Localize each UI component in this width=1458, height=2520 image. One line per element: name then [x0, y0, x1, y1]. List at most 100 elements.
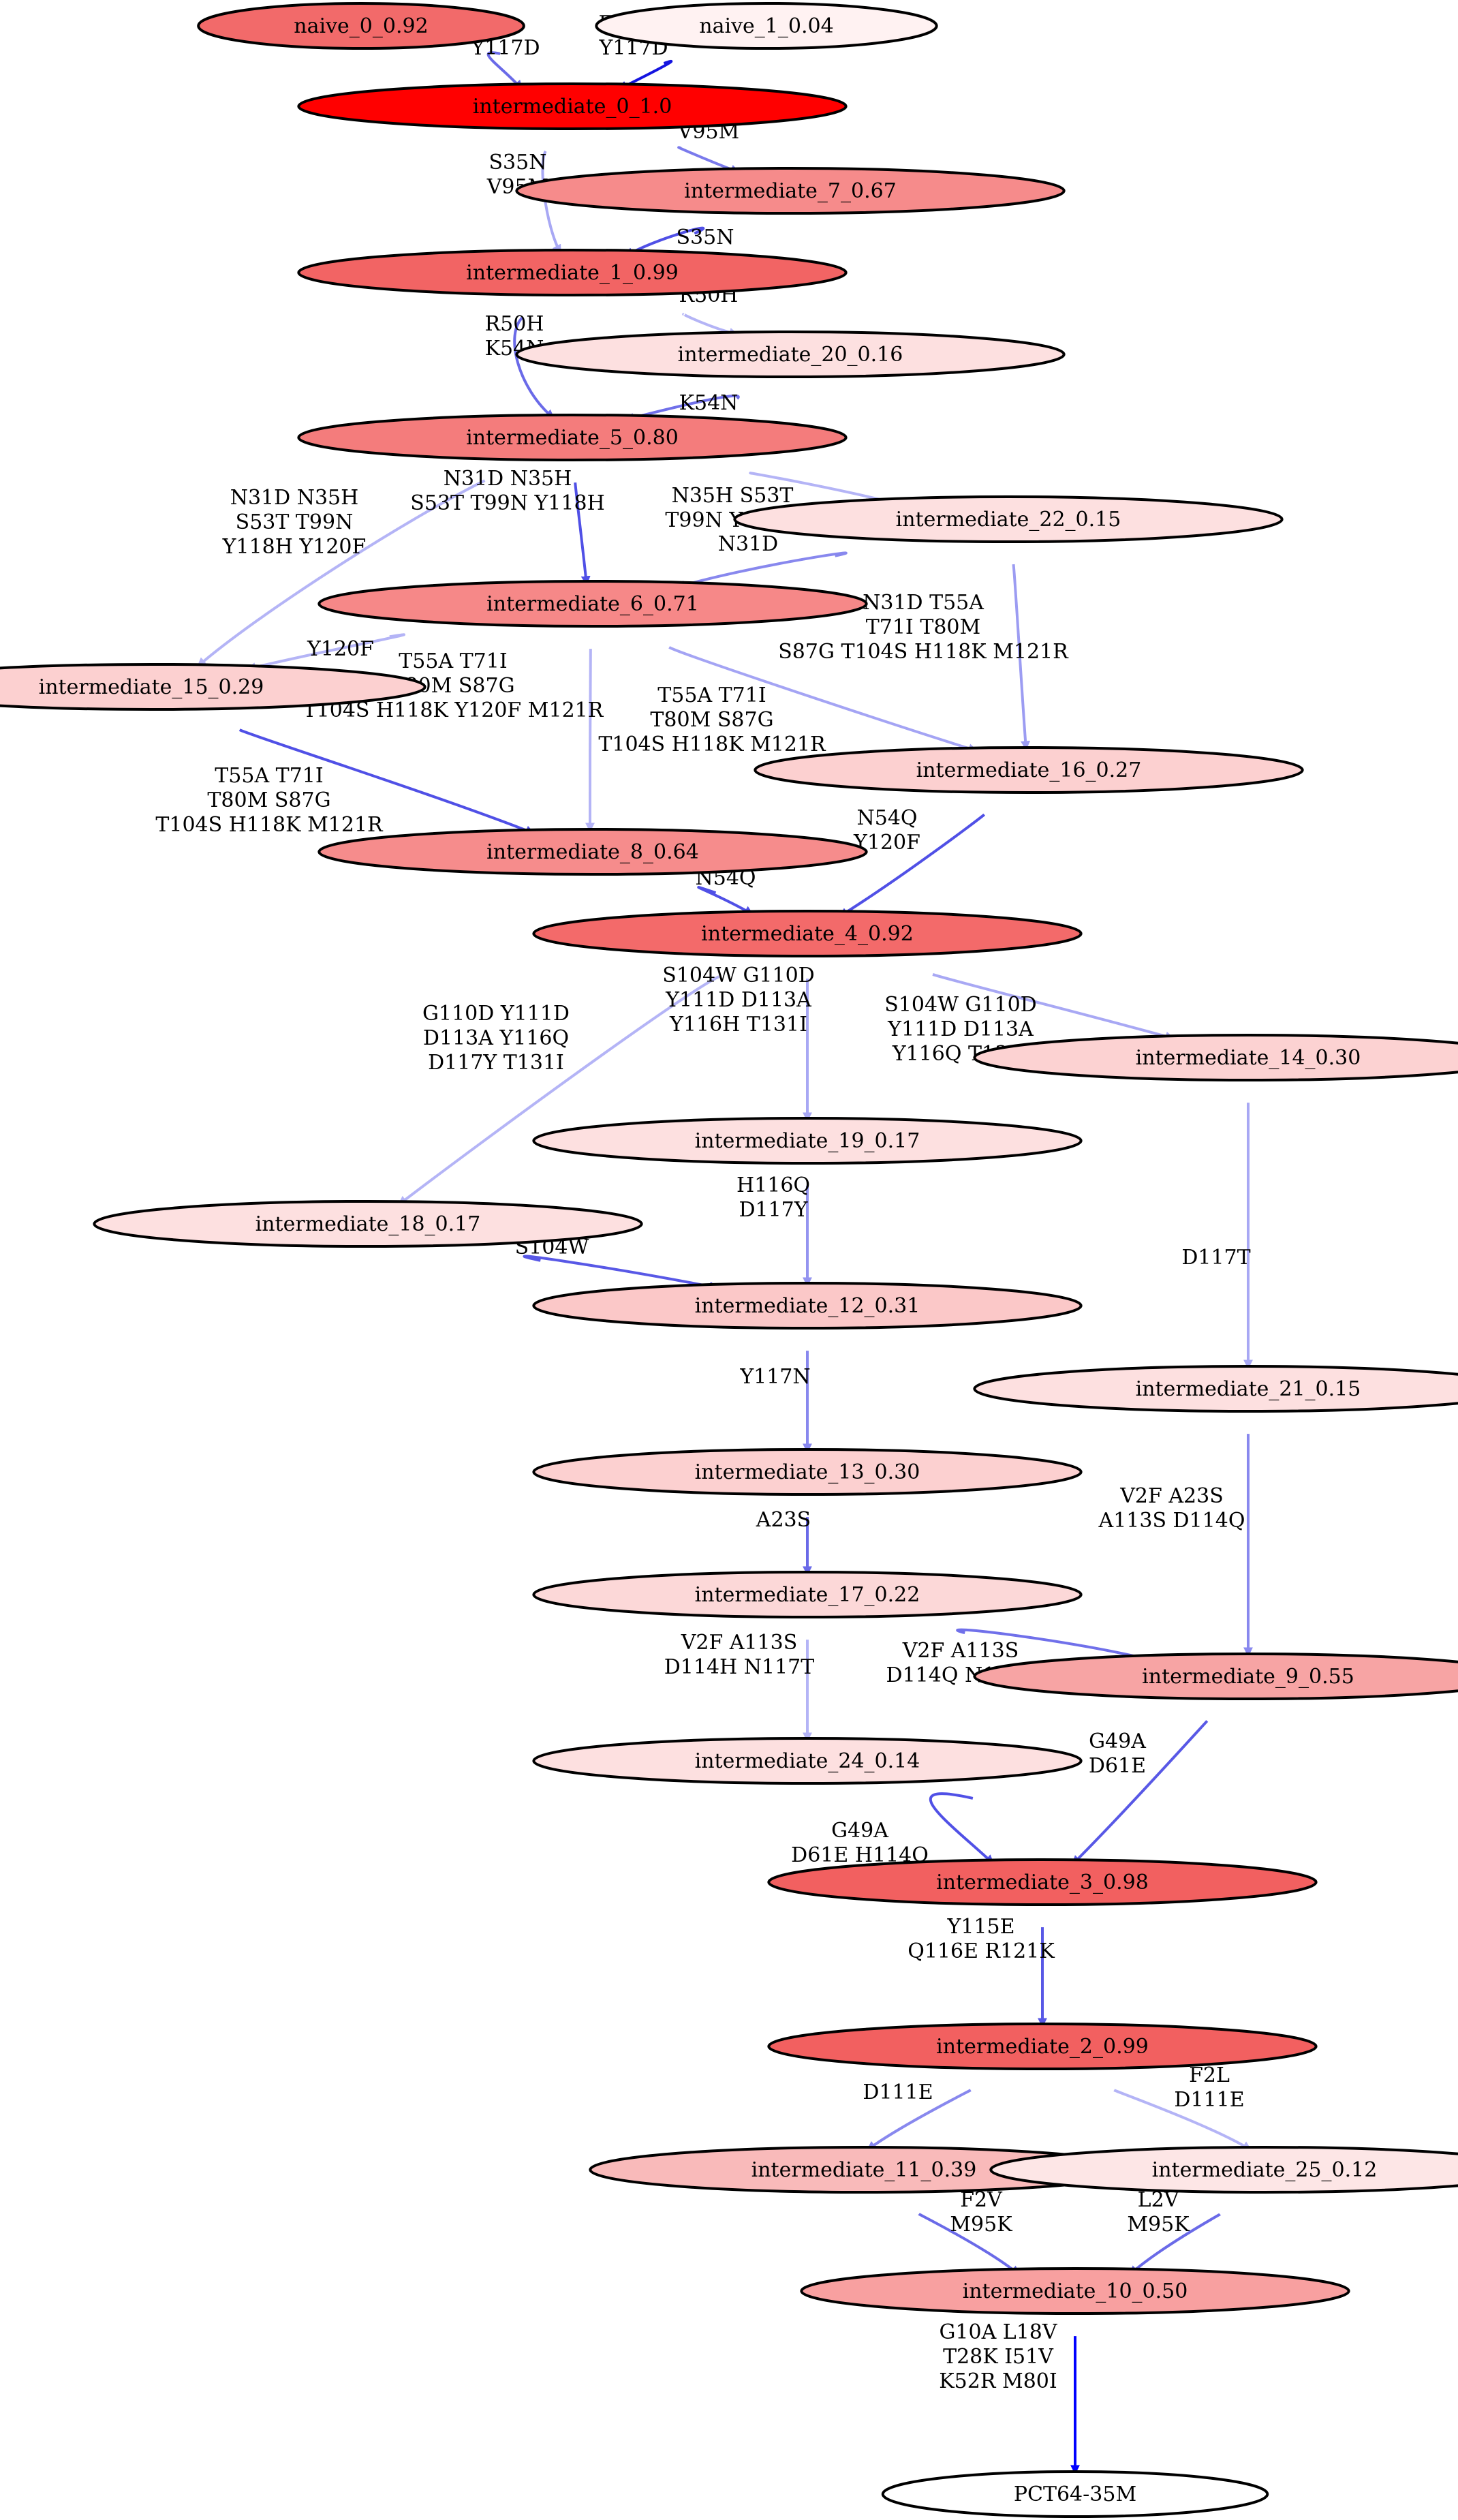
node-intermediate-25[interactable]: intermediate_25_0.12	[989, 2145, 1458, 2194]
node-intermediate-2[interactable]: intermediate_2_0.99	[767, 2022, 1318, 2071]
node-intermediate-3[interactable]: intermediate_3_0.98	[767, 1858, 1318, 1907]
node-ellipse	[297, 248, 848, 297]
node-intermediate-5[interactable]: intermediate_5_0.80	[297, 413, 848, 462]
node-label: intermediate_19_0.17	[695, 1129, 920, 1153]
edge-label-line: N31D T55A	[863, 591, 984, 615]
node-intermediate-18[interactable]: intermediate_18_0.17	[93, 1199, 643, 1248]
node-intermediate-8[interactable]: intermediate_8_0.64	[317, 827, 868, 876]
node-intermediate-12[interactable]: intermediate_12_0.31	[532, 1281, 1083, 1330]
edge-label-line: F2L	[1189, 2063, 1230, 2087]
node-intermediate-6[interactable]: intermediate_6_0.71	[317, 579, 868, 628]
node-ellipse	[532, 1281, 1083, 1330]
node-label: naive_1_0.04	[699, 14, 833, 38]
edge-label-line: D114H N117T	[664, 1655, 815, 1679]
node-intermediate-24[interactable]: intermediate_24_0.14	[532, 1736, 1083, 1785]
edge-intermediate-8-to-intermediate-4	[697, 886, 754, 916]
node-intermediate-22[interactable]: intermediate_22_0.15	[733, 495, 1284, 544]
edge-intermediate-1-to-intermediate-5	[513, 316, 555, 420]
node-label: intermediate_20_0.16	[678, 343, 903, 367]
node-intermediate-17[interactable]: intermediate_17_0.22	[532, 1570, 1083, 1619]
edge-label-line: A23S	[756, 1508, 811, 1532]
node-intermediate-21[interactable]: intermediate_21_0.15	[973, 1364, 1458, 1413]
node-naive-1[interactable]: naive_1_0.04	[595, 1, 938, 50]
node-ellipse	[754, 746, 1304, 795]
edge-intermediate-5-to-intermediate-6	[574, 482, 591, 586]
edge-label-line: T80M S87G	[207, 788, 330, 812]
edge-label-line: D113A Y116Q	[423, 1026, 569, 1050]
node-ellipse	[197, 1, 525, 50]
node-ellipse	[532, 1116, 1083, 1165]
node-intermediate-15[interactable]: intermediate_15_0.29	[0, 662, 426, 711]
edge-label-line: Y117N	[739, 1365, 810, 1389]
edge-label-intermediate-20-to-intermediate-5: K54N	[679, 391, 739, 415]
edge-label-line: D111E	[863, 2080, 933, 2104]
node-ellipse	[881, 2470, 1269, 2519]
edge-label-line: F2V	[960, 2188, 1003, 2212]
node-label: intermediate_3_0.98	[936, 1871, 1149, 1894]
edge-intermediate-4-to-intermediate-18	[397, 975, 720, 1206]
node-intermediate-0[interactable]: intermediate_0_1.0	[297, 82, 848, 131]
edge-label-line: D111E	[1174, 2088, 1244, 2112]
edge-label-line: Y116H T131I	[669, 1013, 807, 1036]
edge-label-line: G10A L18V	[939, 2320, 1057, 2344]
node-ellipse	[317, 827, 868, 876]
node-label: intermediate_6_0.71	[486, 592, 699, 616]
node-intermediate-13[interactable]: intermediate_13_0.30	[532, 1447, 1083, 1496]
edge-label-line: H116Q	[736, 1173, 810, 1197]
edge-label-line: Y120F	[307, 637, 374, 661]
node-naive-0[interactable]: naive_0_0.92	[197, 1, 525, 50]
node-pct64[interactable]: PCT64-35M	[881, 2470, 1269, 2519]
node-label: intermediate_16_0.27	[916, 758, 1142, 782]
node-ellipse	[297, 413, 848, 462]
edge-intermediate-11-to-intermediate-10	[918, 2213, 1021, 2276]
node-label: intermediate_21_0.15	[1136, 1377, 1361, 1401]
edge-naive-0-to-intermediate-0	[486, 51, 523, 91]
node-label: intermediate_18_0.17	[255, 1212, 481, 1236]
edge-label-line: N54Q	[856, 806, 917, 830]
node-label: intermediate_5_0.80	[466, 426, 679, 450]
node-ellipse	[767, 1858, 1318, 1907]
edge-intermediate-5-to-intermediate-15	[196, 479, 486, 668]
node-intermediate-16[interactable]: intermediate_16_0.27	[754, 746, 1304, 795]
node-intermediate-1[interactable]: intermediate_1_0.99	[297, 248, 848, 297]
node-label: intermediate_9_0.55	[1142, 1665, 1354, 1689]
node-intermediate-14[interactable]: intermediate_14_0.30	[973, 1033, 1458, 1082]
node-intermediate-9[interactable]: intermediate_9_0.55	[973, 1652, 1458, 1701]
edge-label-line: G49A	[1089, 1730, 1146, 1753]
edge-intermediate-15-to-intermediate-8	[238, 728, 536, 835]
edge-intermediate-6-to-intermediate-8	[585, 648, 595, 833]
node-ellipse	[93, 1199, 643, 1248]
edge-label-intermediate-13-to-intermediate-17: A23S	[756, 1508, 811, 1532]
edge-intermediate-4-to-intermediate-14	[932, 973, 1175, 1041]
edge-label-line: V2F A23S	[1119, 1484, 1224, 1508]
node-label: intermediate_22_0.15	[896, 508, 1121, 532]
node-intermediate-20[interactable]: intermediate_20_0.16	[515, 330, 1066, 379]
edge-label-line: G110D Y111D	[422, 1002, 570, 1026]
node-ellipse	[532, 909, 1083, 958]
edge-label-line: S104W G110D	[884, 993, 1036, 1017]
edge-intermediate-25-to-intermediate-10	[1128, 2213, 1222, 2276]
edge-label-line: D117Y T131I	[428, 1051, 564, 1075]
node-intermediate-19[interactable]: intermediate_19_0.17	[532, 1116, 1083, 1165]
edge-label-intermediate-6-to-intermediate-15: Y120F	[307, 637, 374, 661]
node-ellipse	[973, 1033, 1458, 1082]
node-intermediate-10[interactable]: intermediate_10_0.50	[800, 2267, 1350, 2316]
node-intermediate-4[interactable]: intermediate_4_0.92	[532, 909, 1083, 958]
node-intermediate-7[interactable]: intermediate_7_0.67	[515, 166, 1066, 215]
node-ellipse	[317, 579, 868, 628]
node-label: intermediate_11_0.39	[751, 2158, 977, 2182]
node-label: intermediate_17_0.22	[695, 1583, 920, 1607]
edge-label-line: R50H	[485, 312, 544, 336]
